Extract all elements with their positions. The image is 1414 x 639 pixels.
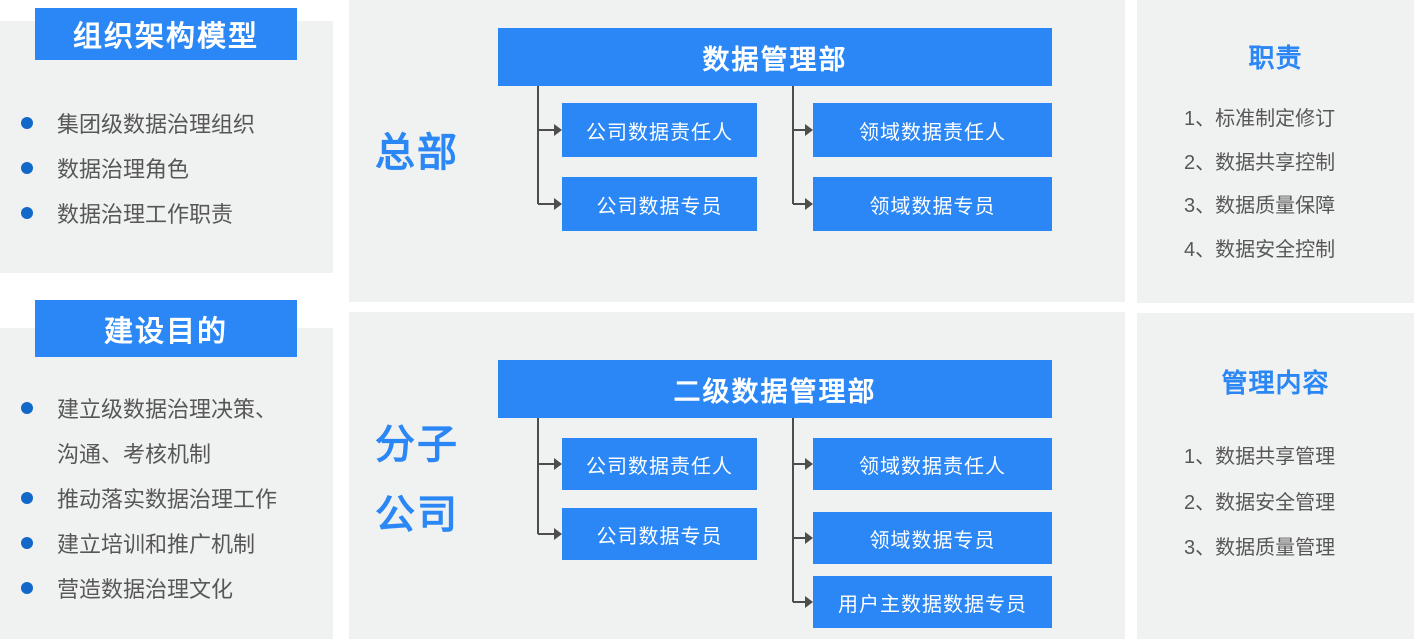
bullet-icon [21,581,33,594]
hq-group-label: 总部 [375,131,459,175]
management-content-list: 1、数据共享管理 2、数据安全管理 3、数据质量管理 [1184,432,1335,569]
subsidiary-group-label: 分子 公司 [375,410,459,550]
duties-panel: 职责 1、标准制定修订 2、数据共享控制 3、数据质量保障 4、数据安全控制 [1137,0,1414,303]
subsidiary-org-panel: 分子 公司 二级数据管理部 公司数据责任人 公司数据专员 领域数据责任人 领域数… [349,312,1125,639]
org-child-box: 领域数据责任人 [813,438,1052,490]
list-item-label: 4、数据安全控制 [1184,238,1336,261]
list-item: 2、数据安全管理 [1184,478,1335,524]
list-item-label: 1、数据共享管理 [1184,446,1336,469]
list-item-continuation: 沟通、考核机制 [21,430,277,475]
list-item-label: 集团级数据治理组织 [57,111,256,137]
list-item-label: 沟通、考核机制 [57,441,212,467]
org-root-box: 数据管理部 [498,28,1052,86]
management-content-title: 管理内容 [1221,368,1330,398]
org-root-box: 二级数据管理部 [498,360,1052,418]
management-content-panel: 管理内容 1、数据共享管理 2、数据安全管理 3、数据质量管理 [1137,313,1414,639]
bullet-icon [21,401,33,414]
list-item-label: 1、标准制定修订 [1184,108,1336,131]
bullet-icon [21,536,33,549]
list-item: 2、数据共享控制 [1184,139,1335,183]
list-item: 3、数据质量保障 [1184,182,1335,226]
list-item-label: 3、数据质量管理 [1184,537,1336,560]
org-child-box: 领域数据专员 [813,512,1052,564]
bullet-icon [21,491,33,504]
bullet-icon [21,116,33,129]
purpose-header: 建设目的 [35,300,297,357]
duties-list: 1、标准制定修订 2、数据共享控制 3、数据质量保障 4、数据安全控制 [1184,95,1335,269]
org-model-list: 集团级数据治理组织 数据治理角色 数据治理工作职责 [21,100,255,235]
hq-org-panel: 总部 数据管理部 公司数据责任人 公司数据专员 领域数据责任人 领域数据专员 [349,0,1125,302]
purpose-panel [0,328,333,639]
purpose-list: 建立级数据治理决策、 沟通、考核机制 推动落实数据治理工作 建立培训和推广机制 … [21,385,277,610]
bullet-icon [21,161,33,174]
org-child-box: 公司数据专员 [562,177,757,231]
list-item: 1、数据共享管理 [1184,432,1335,478]
subsidiary-group-label-line1: 分子 [375,423,459,467]
list-item: 数据治理角色 [21,145,255,190]
list-item: 4、数据安全控制 [1184,226,1335,270]
list-item-label: 2、数据安全管理 [1184,491,1336,514]
list-item: 建立级数据治理决策、 [21,385,277,430]
list-item-label: 3、数据质量保障 [1184,195,1336,218]
list-item: 集团级数据治理组织 [21,100,255,145]
org-child-box: 用户主数据数据专员 [813,576,1052,628]
list-item: 营造数据治理文化 [21,565,277,610]
list-item-label: 推动落实数据治理工作 [57,486,278,512]
list-item-label: 数据治理角色 [57,156,190,182]
subsidiary-group-label-line2: 公司 [375,493,459,537]
org-child-box: 领域数据专员 [813,177,1052,231]
list-item-label: 建立级数据治理决策、 [57,396,278,422]
org-child-box: 公司数据责任人 [562,438,757,490]
list-item: 数据治理工作职责 [21,190,255,235]
duties-title: 职责 [1248,43,1303,73]
org-child-box: 公司数据专员 [562,508,757,560]
org-model-panel [0,21,333,273]
org-child-box: 领域数据责任人 [813,103,1052,157]
list-item: 1、标准制定修订 [1184,95,1335,139]
org-child-box: 公司数据责任人 [562,103,757,157]
list-item: 推动落实数据治理工作 [21,475,277,520]
org-model-header: 组织架构模型 [35,8,297,60]
list-item-label: 数据治理工作职责 [57,201,234,227]
list-item-label: 营造数据治理文化 [57,576,234,602]
list-item: 3、数据质量管理 [1184,523,1335,569]
bullet-icon [21,206,33,219]
list-item-label: 建立培训和推广机制 [57,531,256,557]
list-item: 建立培训和推广机制 [21,520,277,565]
list-item-label: 2、数据共享控制 [1184,151,1336,174]
